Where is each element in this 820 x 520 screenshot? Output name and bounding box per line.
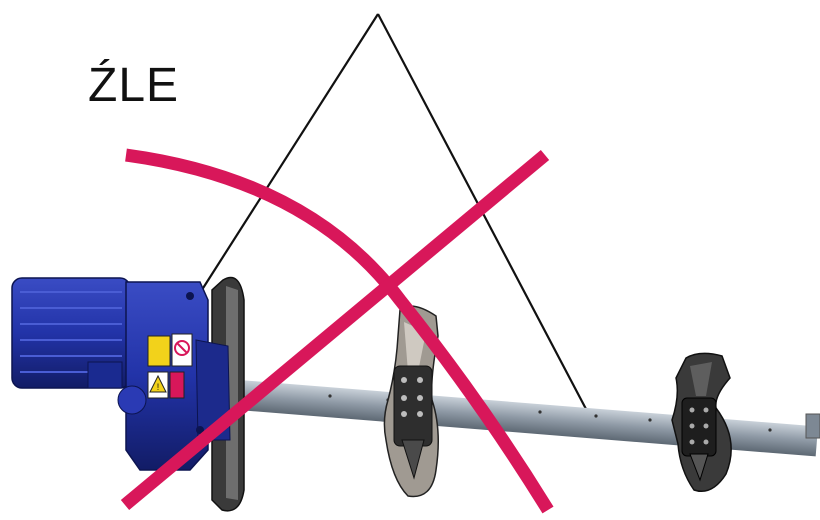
wrong-label: ŹLE xyxy=(88,62,179,110)
warning-triangle-icon: ! xyxy=(148,372,168,398)
svg-text:!: ! xyxy=(157,382,160,392)
shaft-end xyxy=(806,414,820,438)
paddle-dark xyxy=(672,353,731,491)
